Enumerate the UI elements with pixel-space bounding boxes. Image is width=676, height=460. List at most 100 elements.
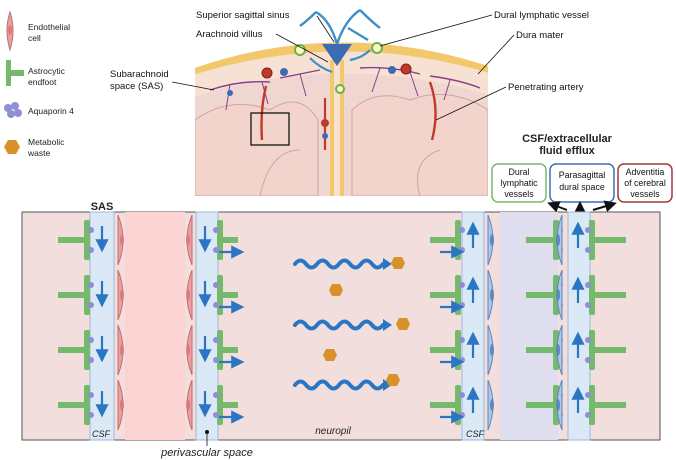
astrocytic-endfoot — [526, 292, 556, 298]
aquaporin — [459, 392, 465, 398]
neuropil-flow-arrowhead — [383, 319, 392, 331]
efflux-box-dural-line3: vessels — [504, 189, 534, 199]
aquaporin — [585, 247, 591, 253]
aquaporin — [213, 282, 219, 288]
aquaporin — [88, 227, 94, 233]
aquaporin — [585, 357, 591, 363]
astrocytic-endfoot — [430, 237, 458, 243]
callout-superior-sagittal-sinus: Superior sagittal sinus — [196, 10, 290, 21]
efflux-box-dural-line2: lymphatic — [500, 178, 538, 188]
aquaporin — [213, 227, 219, 233]
astrocytic-endfoot — [592, 237, 626, 243]
astrocytic-endfoot-wall — [217, 220, 223, 260]
astrocytic-endfoot — [430, 402, 458, 408]
efflux-box-adventitia-line3: vessels — [630, 189, 660, 199]
efflux-title-line2: fluid efflux — [539, 145, 595, 157]
metabolic-waste — [323, 349, 337, 361]
aquaporin — [88, 247, 94, 253]
astrocytic-endfoot-wall — [589, 220, 595, 260]
aquaporin — [585, 302, 591, 308]
efflux-box-dural — [491, 163, 547, 203]
venous-endothelial-nucleus — [490, 399, 494, 411]
astrocytic-endfoot-wall — [217, 385, 223, 425]
neuropil-flow-wave — [293, 379, 385, 391]
astrocytic-endfoot — [526, 347, 556, 353]
venous-endothelial-nucleus — [490, 344, 494, 356]
csf-channel-perivascular-left — [195, 211, 219, 441]
callout-sas-line1: Subarachnoid — [110, 69, 169, 80]
legend: Endothelial cell Astrocytic endfoot Aqua… — [4, 10, 74, 158]
aquaporin — [88, 412, 94, 418]
efflux-title-line1: CSF/extracellular — [522, 133, 613, 145]
metabolic-waste — [391, 257, 405, 269]
metabolic-waste — [386, 374, 400, 386]
aquaporin — [459, 227, 465, 233]
astrocytic-endfoot-wall — [84, 330, 90, 370]
brain-section — [195, 9, 488, 197]
callout-sas-line2: space (SAS) — [110, 81, 163, 92]
astrocytic-endfoot — [592, 292, 626, 298]
astrocytic-endfoot-wall — [455, 275, 461, 315]
astrocytic-endfoot — [58, 237, 87, 243]
legend-astrocytic-line1: Astrocytic — [28, 66, 66, 76]
endothelial-nucleus — [120, 289, 124, 301]
legend-metabolic-line2: waste — [27, 148, 50, 158]
endothelial-nucleus — [120, 234, 124, 246]
zoom-box — [250, 112, 290, 146]
neuropil-label: neuropil — [315, 426, 351, 437]
astrocytic-endfoot-wall — [455, 220, 461, 260]
astrocytic-endfoot-wall — [455, 385, 461, 425]
endothelial-nucleus — [186, 344, 190, 356]
venous-endothelial-nucleus — [556, 234, 560, 246]
perivascular-space-label: perivascular space — [160, 447, 253, 459]
neuropil-flow-wave — [293, 319, 385, 331]
callout-penetrating-artery: Penetrating artery — [508, 82, 584, 93]
efflux-section: CSF/extracellular fluid efflux Dural lym… — [491, 133, 673, 213]
callout-dura-mater: Dura mater — [516, 30, 564, 41]
aquaporin — [585, 282, 591, 288]
efflux-box-adventitia-line2: of cerebral — [624, 178, 666, 188]
astrocytic-endfoot — [220, 402, 238, 408]
astrocytic-endfoot — [430, 292, 458, 298]
aquaporin — [459, 337, 465, 343]
astrocytic-endfoot-wall — [217, 275, 223, 315]
callout-dural-lymphatic-vessel: Dural lymphatic vessel — [494, 10, 589, 21]
csf-channel-perivascular-right — [461, 211, 485, 441]
aquaporin — [585, 412, 591, 418]
aquaporin — [213, 337, 219, 343]
venous-endothelial-nucleus — [556, 289, 560, 301]
astrocytic-endfoot — [430, 347, 458, 353]
efflux-box-parasagittal-line2: dural space — [559, 182, 605, 192]
endothelial-nucleus — [120, 399, 124, 411]
astrocytic-endfoot — [220, 347, 238, 353]
aquaporin — [88, 337, 94, 343]
aquaporin — [88, 302, 94, 308]
astrocytic-endfoot-icon — [6, 60, 24, 86]
efflux-box-parasagittal-line1: Parasagittal — [559, 170, 605, 180]
neuropil-flow-arrowhead — [383, 258, 392, 270]
astrocytic-endfoot — [526, 402, 556, 408]
aquaporin — [213, 412, 219, 418]
aquaporin — [88, 282, 94, 288]
sas-label: SAS — [91, 201, 114, 213]
astrocytic-endfoot-wall — [84, 220, 90, 260]
venous-endothelial-nucleus — [490, 289, 494, 301]
astrocytic-endfoot-wall — [84, 275, 90, 315]
callout-arachnoid-villus: Arachnoid villus — [196, 29, 263, 40]
aquaporin — [88, 357, 94, 363]
endothelial-nucleus — [186, 234, 190, 246]
legend-aquaporin: Aquaporin 4 — [28, 106, 74, 116]
astrocytic-endfoot — [526, 237, 556, 243]
venous-endothelial-nucleus — [556, 399, 560, 411]
csf-channel-right — [567, 211, 591, 441]
aquaporin — [213, 357, 219, 363]
aquaporin — [585, 392, 591, 398]
efflux-box-dural-line1: Dural — [508, 167, 529, 177]
astrocytic-endfoot-wall — [589, 275, 595, 315]
endothelial-nucleus — [186, 289, 190, 301]
astrocytic-endfoot-wall — [589, 330, 595, 370]
endothelial-nucleus — [120, 344, 124, 356]
cell-layer — [58, 214, 626, 431]
aquaporin — [459, 282, 465, 288]
endothelial-cell-icon — [6, 10, 14, 52]
